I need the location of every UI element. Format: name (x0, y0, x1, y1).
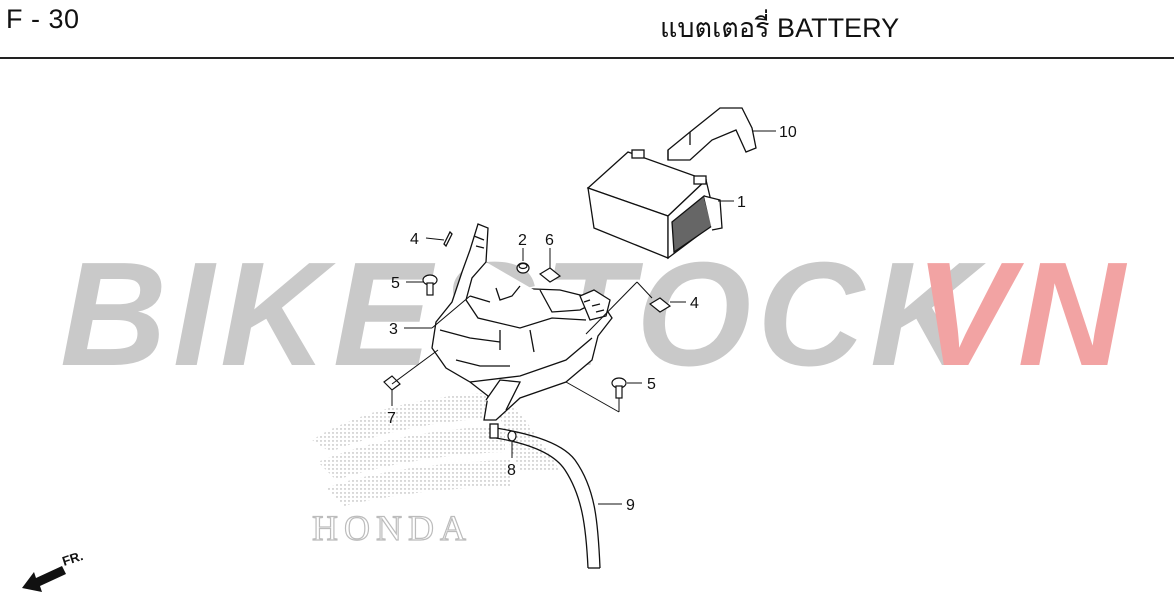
callout-5-lower: 5 (647, 376, 656, 393)
clip-part-upper (443, 230, 453, 248)
honda-wing-watermark: HONDA (311, 392, 560, 549)
callout-labels: 10 1 4 2 6 5 4 3 5 7 8 9 (387, 124, 797, 514)
pad-part-right (648, 297, 672, 313)
callout-8: 8 (507, 462, 516, 479)
page-title: แบตเตอรี่ BATTERY (660, 13, 900, 43)
callout-5-upper: 5 (391, 275, 400, 292)
callout-4-upper: 4 (410, 231, 419, 248)
hose-clamp-part (507, 430, 517, 442)
header-divider (0, 57, 1174, 59)
callout-6: 6 (545, 232, 554, 249)
front-direction-label: FR. (60, 548, 85, 569)
callout-2: 2 (518, 232, 527, 249)
callout-3: 3 (389, 321, 398, 338)
callout-9: 9 (626, 497, 635, 514)
battery-band-part (667, 107, 757, 161)
rubber-pad-part (538, 267, 562, 283)
nut-clip-part (383, 375, 401, 391)
battery-part (586, 149, 723, 260)
bolt-part-upper (422, 274, 438, 296)
nut-part (516, 262, 530, 274)
battery-box-part (431, 223, 613, 421)
front-direction-indicator: FR. (22, 548, 85, 592)
front-arrow-icon (22, 566, 66, 592)
callout-1: 1 (737, 194, 746, 211)
leader-lines (391, 130, 776, 505)
watermark-accent-text: VN (915, 232, 1129, 397)
callout-4-right: 4 (690, 295, 699, 312)
callout-7: 7 (387, 410, 396, 427)
callout-10: 10 (779, 124, 797, 141)
bolt-part-lower (611, 377, 627, 399)
breather-tube-part (489, 423, 601, 569)
honda-brand-watermark: HONDA (312, 508, 472, 548)
page-code: F - 30 (6, 4, 80, 34)
